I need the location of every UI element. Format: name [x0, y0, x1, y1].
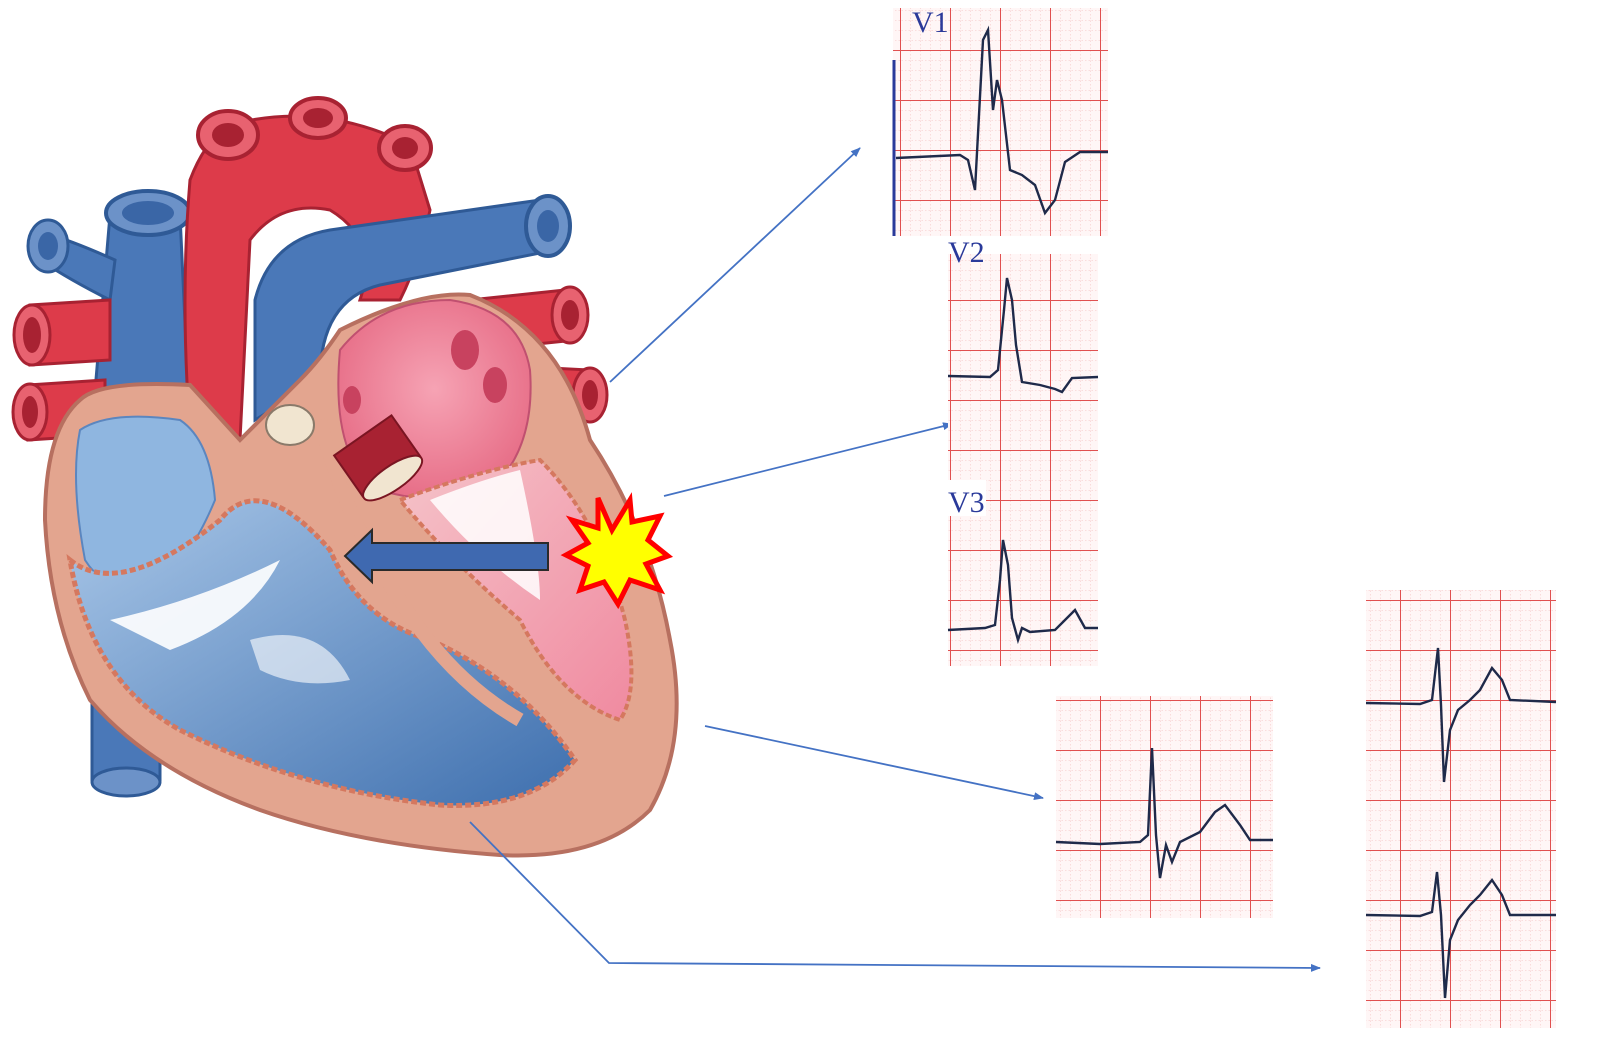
- pulmonary-valve: [266, 405, 314, 445]
- ecg-label-v3: V3: [948, 486, 985, 519]
- ecg-panel-lateral-pair: [1366, 590, 1556, 1028]
- arrow-to-v1: [610, 148, 860, 382]
- ecg-panel-v1: V1: [893, 6, 1108, 236]
- ecg-panel-v2-v3: V2 V3: [946, 236, 1098, 666]
- heart-illustration: [13, 98, 677, 855]
- ecg-panel-lateral: [1056, 696, 1273, 918]
- arrow-to-lateral-lead: [705, 726, 1043, 798]
- ecg-label-v2: V2: [948, 236, 985, 269]
- arrow-to-v2: [664, 424, 952, 496]
- ecg-label-v1: V1: [912, 6, 949, 39]
